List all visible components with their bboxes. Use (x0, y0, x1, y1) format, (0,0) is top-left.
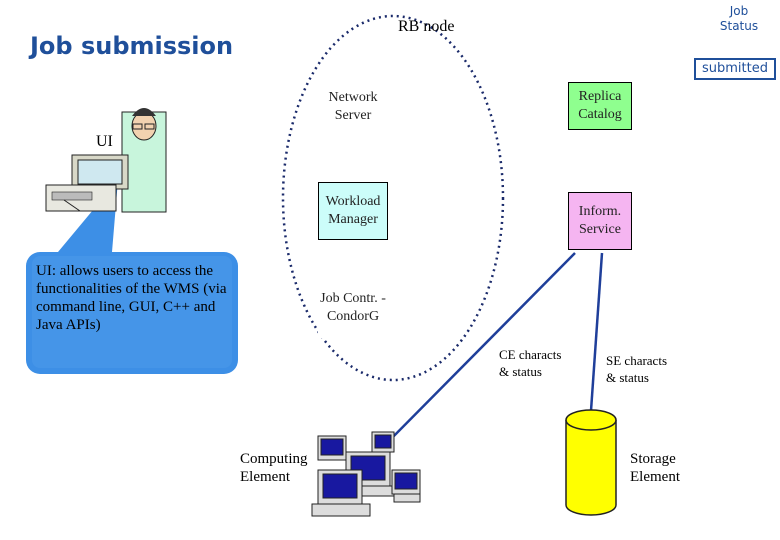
ui-callout-text: UI: allows users to access the functiona… (36, 263, 227, 333)
workload-manager-box: Workload Manager (318, 182, 388, 240)
job-status-badge: submitted (694, 58, 776, 80)
se-to-inform-line (588, 252, 604, 426)
computing-element-label: Computing Element (240, 451, 308, 485)
inform-service-label: Inform. Service (578, 204, 622, 237)
inform-service-box: Inform. Service (568, 192, 632, 250)
storage-element-label: Storage Element (630, 451, 680, 485)
network-server-box: Network Server (318, 82, 388, 132)
se-status-label: SE characts & status (606, 353, 668, 385)
ce-to-inform-line (379, 252, 576, 451)
workload-manager-label: Workload Manager (325, 194, 381, 227)
page-title: Job submission (30, 32, 234, 60)
ui-label: UI (96, 133, 113, 150)
replica-catalog-label: Replica Catalog (578, 89, 622, 122)
rb-node-ellipse (281, 14, 505, 382)
job-controller-label: Job Contr. - CondorG (320, 291, 386, 324)
network-server-label: Network Server (328, 90, 378, 123)
computing-element-icon (311, 431, 421, 517)
job-status-heading: Job Status (719, 4, 759, 33)
user-computer-icon (45, 108, 167, 213)
ui-callout-bubble (26, 180, 238, 374)
ce-status-label: CE characts & status (499, 347, 562, 379)
job-controller-box: Job Contr. - CondorG (318, 278, 388, 338)
rb-node-label: RB node (398, 18, 455, 35)
replica-catalog-box: Replica Catalog (568, 82, 632, 130)
storage-cylinder-icon (565, 409, 617, 516)
